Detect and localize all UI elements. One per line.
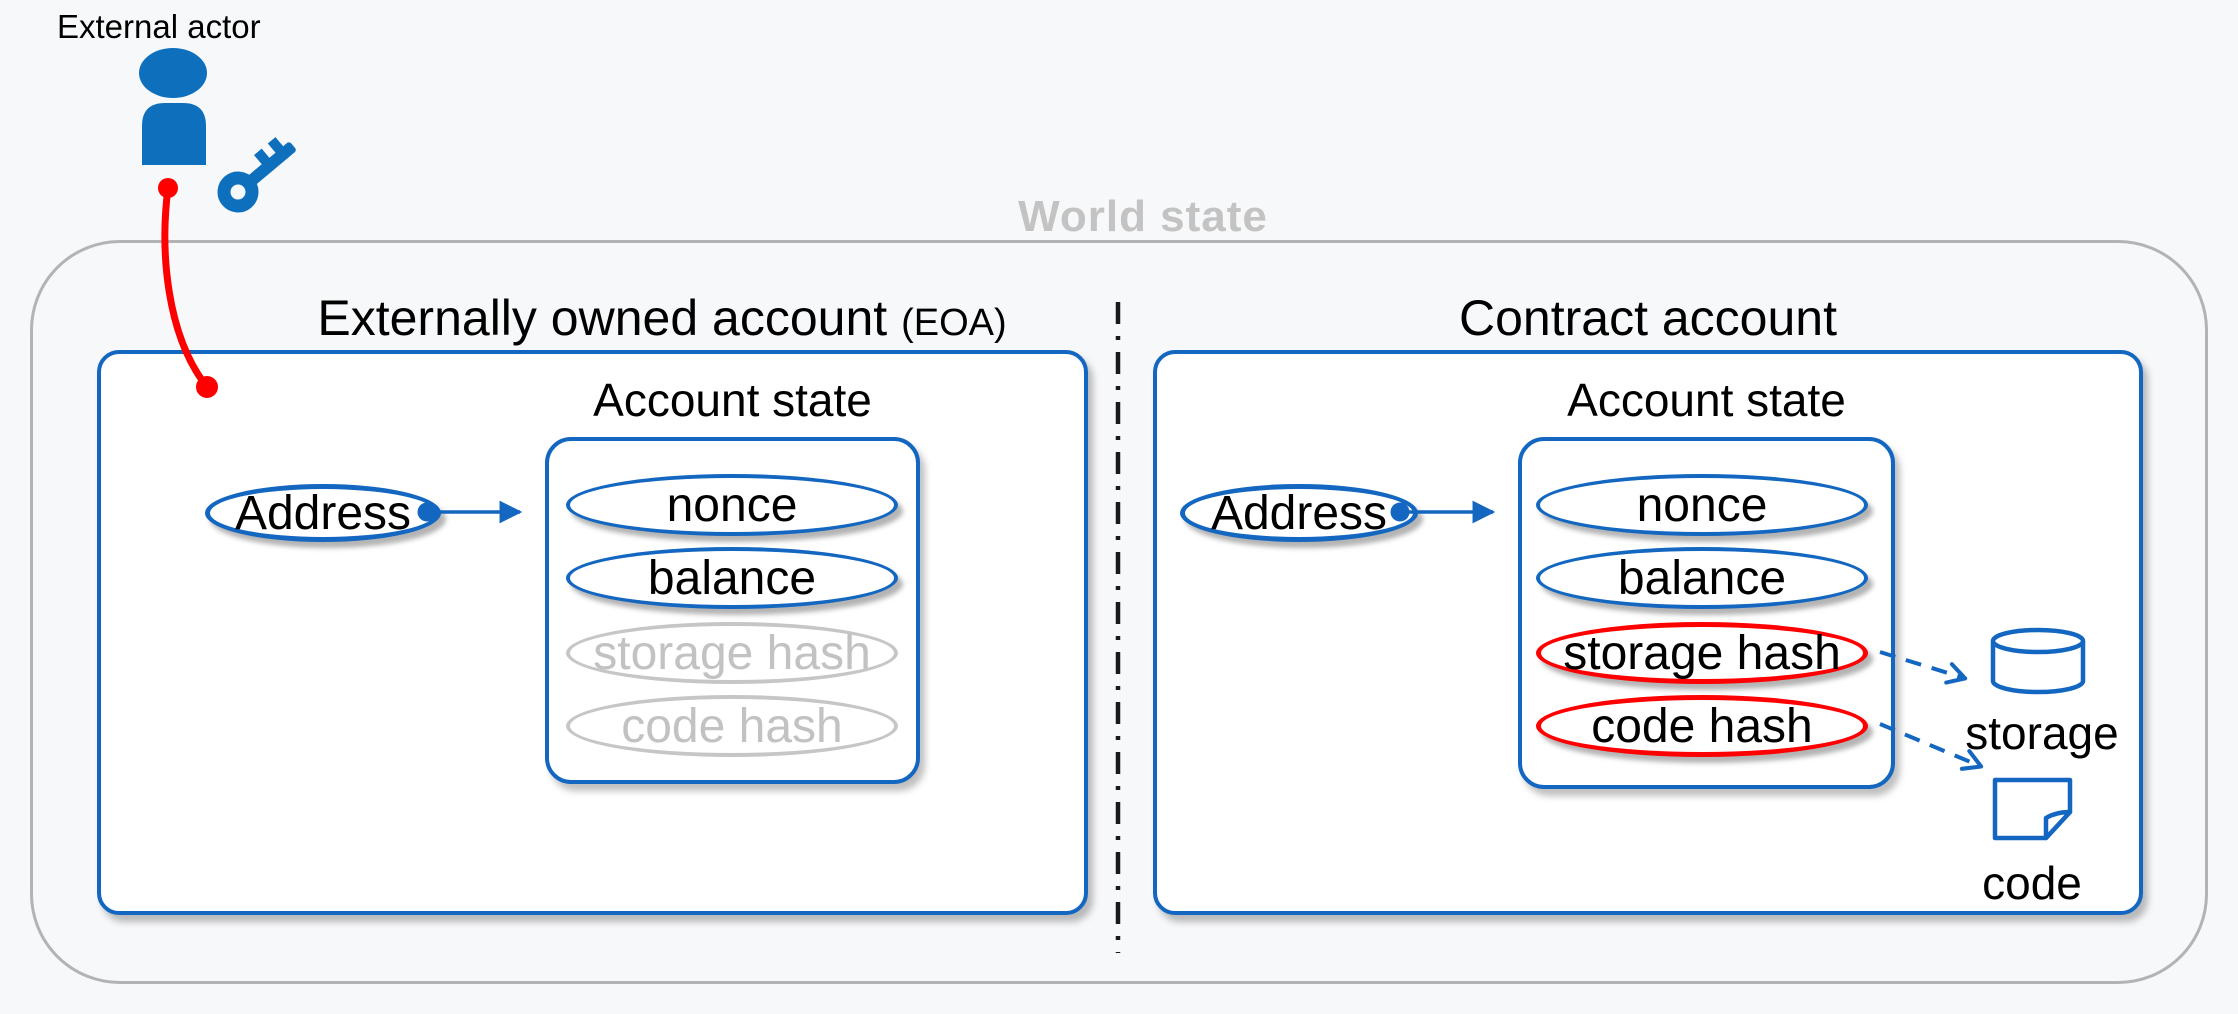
eoa-title: Externally owned account (EOA)	[167, 290, 1157, 346]
eoa-field-nonce-label: nonce	[666, 478, 798, 532]
eoa-title-suffix: (EOA)	[901, 302, 1007, 344]
key-icon	[217, 137, 296, 213]
eoa-field-storage-hash-label: storage hash	[593, 626, 871, 680]
contract-field-balance: balance	[1536, 547, 1868, 609]
contract-title: Contract account	[1459, 290, 1837, 346]
eoa-field-balance: balance	[566, 547, 898, 609]
world-state-box	[30, 240, 2208, 984]
contract-field-code-hash: code hash	[1536, 695, 1868, 757]
person-icon	[139, 48, 207, 165]
contract-account-state-heading: Account state	[1567, 374, 1846, 426]
eoa-field-nonce: nonce	[566, 474, 898, 536]
eoa-account-state-heading: Account state	[593, 374, 872, 426]
external-actor-label: External actor	[57, 8, 261, 45]
contract-field-storage-hash: storage hash	[1536, 622, 1868, 684]
red-link-top-dot	[158, 178, 178, 198]
storage-caption: storage	[1965, 707, 2119, 759]
eoa-field-balance-label: balance	[647, 551, 817, 605]
eoa-address-label: Address	[234, 486, 412, 540]
world-state-title: World state	[1018, 192, 1268, 241]
code-caption: code	[1982, 857, 2082, 909]
eoa-field-code-hash: code hash	[566, 695, 898, 757]
contract-field-balance-label: balance	[1617, 551, 1787, 605]
contract-address-label: Address	[1210, 486, 1388, 540]
eoa-title-text: Externally owned account	[317, 290, 888, 346]
eoa-field-code-hash-label: code hash	[621, 699, 843, 753]
contract-field-storage-hash-label: storage hash	[1563, 626, 1841, 680]
eoa-address-ellipse: Address	[205, 484, 441, 542]
contract-field-nonce-label: nonce	[1636, 478, 1768, 532]
contract-field-nonce: nonce	[1536, 474, 1868, 536]
contract-field-code-hash-label: code hash	[1591, 699, 1813, 753]
contract-address-ellipse: Address	[1180, 484, 1418, 542]
eoa-field-storage-hash: storage hash	[566, 622, 898, 684]
